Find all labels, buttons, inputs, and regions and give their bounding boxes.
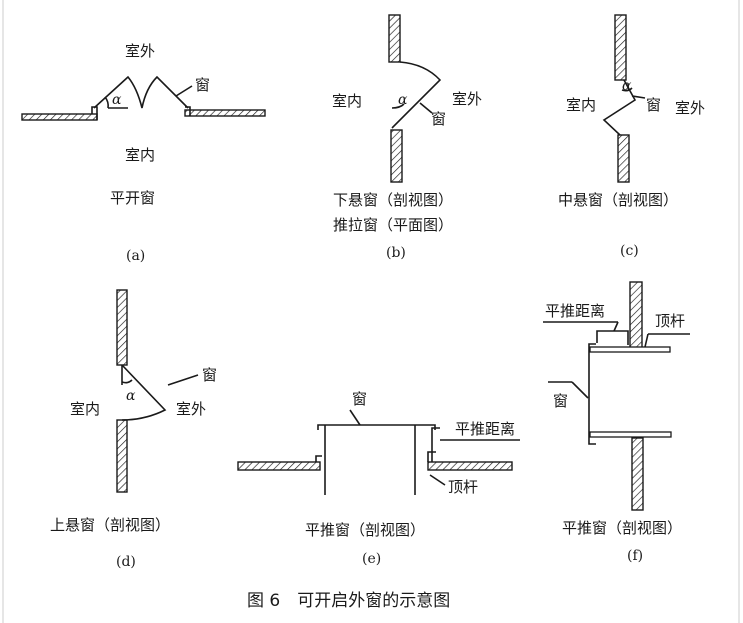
label: 室内	[332, 92, 362, 110]
drawing-stroke	[121, 379, 133, 384]
panel-c-center-pivot: α 室内 窗 室外 中悬窗（剖视图） (c)	[558, 14, 705, 259]
label: 推拉窗（平面图）	[333, 216, 453, 234]
label: (d)	[116, 554, 136, 570]
window-sash	[317, 424, 436, 430]
label: 下悬窗（剖视图）	[333, 191, 453, 209]
wall-top	[629, 281, 643, 349]
label: 平推窗（剖视图）	[305, 521, 425, 539]
panel-e-parallel-push: 窗 平推距离 顶杆 平推窗（剖视图） (e)	[237, 390, 520, 567]
label: 室外	[675, 99, 705, 117]
wall-left	[21, 113, 98, 121]
drawing-stroke	[175, 85, 193, 97]
label: 窗	[431, 110, 446, 128]
label: 室内	[125, 146, 155, 164]
label: 窗	[202, 366, 217, 384]
label: 平推距离	[455, 420, 515, 438]
wall-top	[388, 14, 401, 63]
drawing-stroke	[631, 95, 646, 99]
label: 平推窗（剖视图）	[562, 519, 682, 537]
wall-bottom	[631, 437, 644, 511]
label: (c)	[620, 243, 639, 259]
drawing-stroke	[167, 374, 199, 386]
label: 室内	[566, 96, 596, 114]
wall-bottom	[617, 134, 630, 183]
label: 上悬窗（剖视图）	[50, 516, 170, 534]
label: 平推距离	[545, 302, 605, 320]
drawing-stroke	[349, 409, 361, 426]
window-leaf	[391, 61, 442, 129]
label: 室外	[452, 90, 482, 108]
label: 顶杆	[655, 312, 685, 330]
label: 窗	[646, 96, 661, 114]
label: 中悬窗（剖视图）	[558, 191, 678, 209]
label: (f)	[627, 548, 643, 564]
wall-top	[116, 289, 128, 366]
label: α	[112, 92, 122, 108]
label: (e)	[362, 551, 381, 567]
wall-right	[184, 109, 266, 117]
window-leaf	[121, 364, 167, 421]
label: 室外	[125, 42, 155, 60]
drawing-stroke	[91, 106, 191, 120]
window-sash	[588, 343, 596, 445]
label: 室内	[70, 400, 100, 418]
label: 顶杆	[448, 478, 478, 496]
label: (a)	[126, 248, 145, 264]
label: 窗	[352, 390, 367, 408]
panel-d-top-hung: α 窗 室内 室外 上悬窗（剖视图） (d)	[50, 289, 217, 570]
drawing-stroke	[596, 330, 629, 345]
label: 窗	[553, 392, 568, 410]
panel-f-parallel-push: 平推距离 顶杆 窗 平推窗（剖视图） (f)	[543, 281, 690, 564]
push-rod-top	[589, 346, 671, 353]
label: α	[622, 78, 632, 94]
label: 室外	[176, 400, 206, 418]
drawing-stroke	[621, 87, 633, 92]
label: α	[126, 388, 136, 404]
drawing-stroke	[315, 427, 440, 462]
drawing-stroke	[571, 381, 589, 399]
drawing-stroke	[391, 103, 405, 109]
wall-bottom	[390, 129, 403, 183]
label: 窗	[195, 76, 210, 94]
drawing-stroke	[644, 333, 649, 348]
wall-left	[237, 461, 321, 471]
panel-b-bottom-hung: α 室内 室外 窗 下悬窗（剖视图） 推拉窗（平面图） (b)	[332, 14, 482, 261]
push-rod-bottom	[589, 431, 672, 438]
casement-leaves	[93, 75, 189, 109]
label: 平开窗	[110, 189, 155, 207]
drawing-stroke	[613, 321, 619, 332]
label: (b)	[386, 245, 406, 261]
panel-a-casement: α 窗 室外 室内 平开窗 (a)	[21, 42, 266, 264]
drawing-stroke	[419, 102, 433, 114]
wall-right	[427, 461, 513, 471]
drawing-stroke	[429, 474, 446, 486]
label: α	[398, 92, 408, 108]
wall-top	[614, 14, 627, 81]
drawing-stroke	[104, 96, 109, 109]
wall-bottom	[116, 419, 128, 493]
figure-caption: 图 6 可开启外窗的示意图	[247, 591, 450, 611]
